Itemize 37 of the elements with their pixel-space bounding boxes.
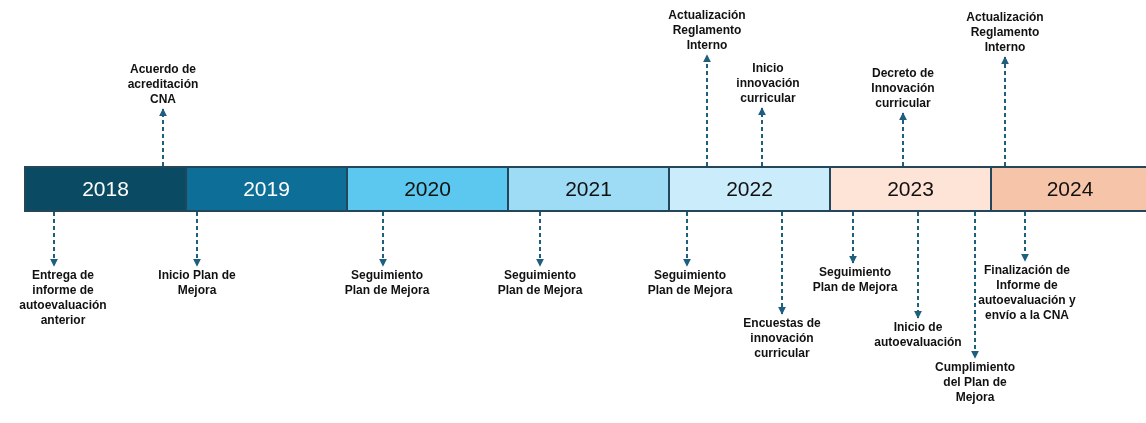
arrow [50, 211, 58, 267]
year-segment: 2022 [668, 166, 831, 212]
event-label: Encuestas de innovación curricular [732, 316, 832, 361]
arrow [778, 211, 786, 315]
arrow [914, 211, 922, 319]
event-label: Inicio de autoevaluación [868, 320, 968, 350]
event-label: Seguimiento Plan de Mejora [339, 268, 435, 298]
year-segment: 2018 [24, 166, 187, 212]
arrow [1021, 211, 1029, 262]
event-label: Entrega de informe de autoevaluación anterior [13, 268, 113, 328]
arrow [159, 108, 167, 167]
arrow [193, 211, 201, 267]
year-segment: 2023 [829, 166, 992, 212]
year-segment: 2020 [346, 166, 509, 212]
event-label: Seguimiento Plan de Mejora [642, 268, 738, 298]
arrow [379, 211, 387, 267]
arrow [899, 112, 907, 167]
arrow [849, 211, 857, 264]
arrow [683, 211, 691, 267]
year-segment: 2021 [507, 166, 670, 212]
event-label: Finalización de Informe de autoevaluación y envío a la CNA [977, 263, 1077, 323]
year-segment: 2024 [990, 166, 1146, 212]
event-label: Actualización Reglamento Interno [657, 8, 757, 53]
event-label: Inicio Plan de Mejora [157, 268, 237, 298]
event-label: Decreto de Innovación curricular [858, 66, 948, 111]
event-label: Seguimiento Plan de Mejora [807, 265, 903, 295]
arrow [758, 107, 766, 167]
event-label: Acuerdo de acreditación CNA [113, 62, 213, 107]
arrow [1001, 56, 1009, 167]
event-label: Inicio innovación curricular [728, 61, 808, 106]
event-label: Cumplimiento del Plan de Mejora [930, 360, 1020, 405]
arrow [971, 211, 979, 359]
year-segment: 2019 [185, 166, 348, 212]
arrow [703, 54, 711, 167]
arrow [536, 211, 544, 267]
event-label: Actualización Reglamento Interno [955, 10, 1055, 55]
event-label: Seguimiento Plan de Mejora [492, 268, 588, 298]
